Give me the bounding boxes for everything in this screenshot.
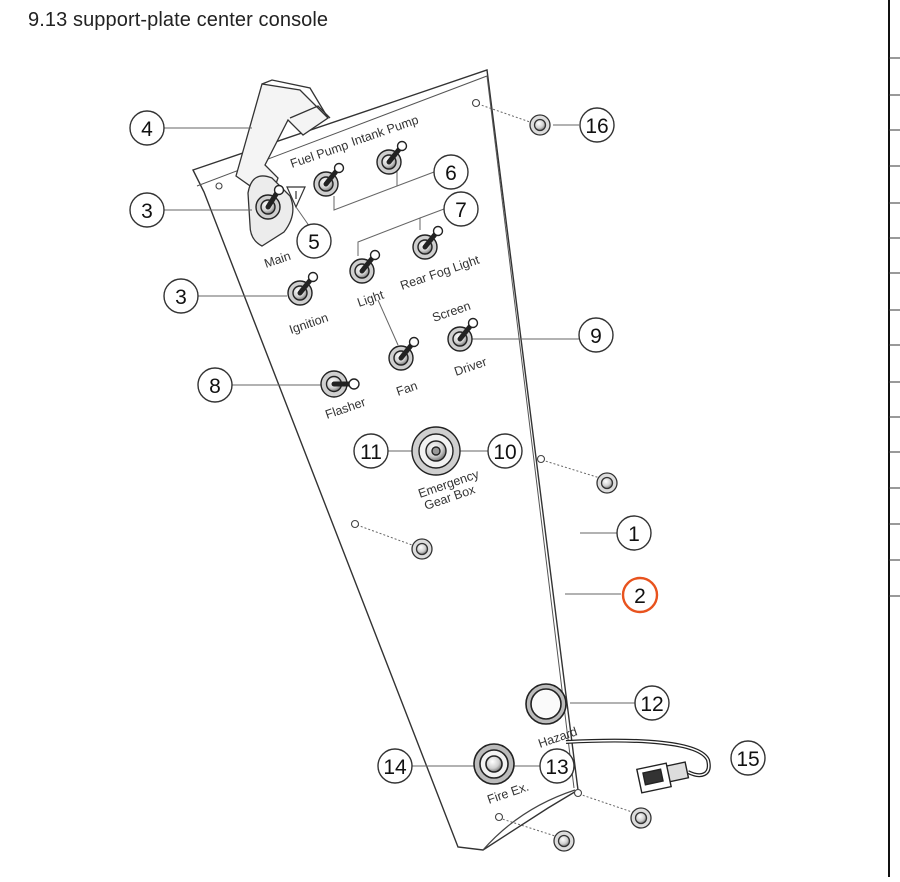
callout-number: 11 bbox=[360, 441, 382, 464]
callout-7[interactable]: 7 bbox=[443, 191, 479, 227]
callout-10[interactable]: 10 bbox=[487, 433, 523, 469]
callout-6[interactable]: 6 bbox=[433, 154, 469, 190]
callout-number: 14 bbox=[383, 756, 407, 779]
page-title: 9.13 support-plate center console bbox=[28, 9, 329, 31]
callout-number: 12 bbox=[640, 693, 663, 716]
callout-3-ignition[interactable]: 3 bbox=[163, 278, 199, 314]
leader-lines bbox=[164, 103, 636, 837]
callouts: 4 16 6 3 7 5 3 9 bbox=[129, 107, 766, 784]
callout-number: 1 bbox=[628, 523, 640, 546]
callout-number: 15 bbox=[736, 748, 759, 771]
callout-number: 3 bbox=[141, 200, 153, 223]
label-fan: Fan bbox=[394, 379, 419, 399]
callout-8[interactable]: 8 bbox=[197, 367, 233, 403]
callout-number: 4 bbox=[141, 118, 153, 141]
support-plate-edge bbox=[196, 75, 575, 789]
support-plate-bottom-notch bbox=[482, 789, 576, 851]
warning-triangle-icon bbox=[286, 186, 306, 209]
hazard-button-icon bbox=[525, 683, 567, 725]
callout-number: 10 bbox=[493, 441, 516, 464]
callout-number: 9 bbox=[590, 325, 602, 348]
callout-number: 13 bbox=[545, 756, 568, 779]
callout-12[interactable]: 12 bbox=[634, 685, 670, 721]
callout-16[interactable]: 16 bbox=[579, 107, 615, 143]
callout-1[interactable]: 1 bbox=[616, 515, 652, 551]
callout-2-selected[interactable]: 2 bbox=[621, 576, 659, 614]
callout-9[interactable]: 9 bbox=[578, 317, 614, 353]
callout-11[interactable]: 11 bbox=[353, 433, 389, 469]
callout-number: 3 bbox=[175, 286, 187, 309]
fire-ex-button-icon bbox=[473, 743, 515, 785]
callout-5[interactable]: 5 bbox=[296, 223, 332, 259]
side-panel-rules bbox=[888, 0, 900, 877]
callout-13[interactable]: 13 bbox=[539, 748, 575, 784]
push-button-icon bbox=[411, 426, 461, 476]
callout-4[interactable]: 4 bbox=[129, 110, 165, 146]
callout-number: 2 bbox=[634, 585, 646, 608]
callout-number: 6 bbox=[445, 162, 457, 185]
toggle-switch-icon bbox=[255, 140, 479, 398]
callout-14[interactable]: 14 bbox=[377, 748, 413, 784]
connector-icon bbox=[565, 738, 711, 794]
side-panel-edge bbox=[888, 0, 900, 877]
callout-15[interactable]: 15 bbox=[730, 740, 766, 776]
plate-holes bbox=[215, 98, 583, 822]
callout-3-main[interactable]: 3 bbox=[129, 192, 165, 228]
callout-number: 7 bbox=[455, 199, 467, 222]
callout-number: 8 bbox=[209, 375, 221, 398]
callout-number: 16 bbox=[585, 115, 608, 138]
screw-icon bbox=[411, 114, 652, 852]
callout-number: 5 bbox=[308, 231, 320, 254]
